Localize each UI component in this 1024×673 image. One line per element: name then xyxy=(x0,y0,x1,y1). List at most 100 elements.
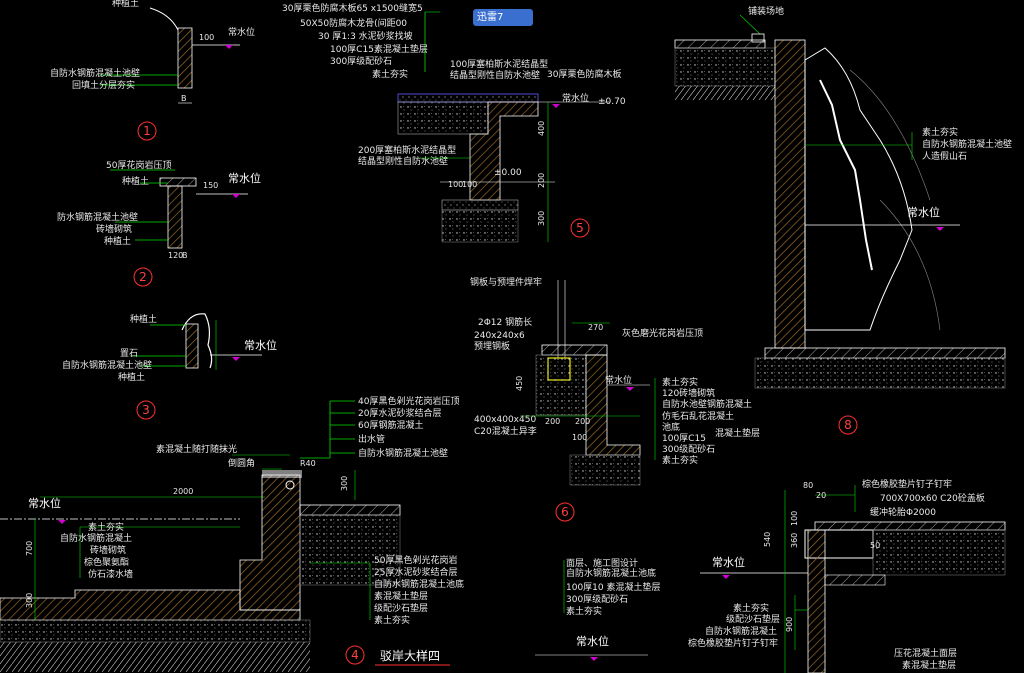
label: 常水位 xyxy=(28,496,61,510)
detail-2: 50厚花岗岩压顶 种植土 常水位 防水钢筋混凝土池壁 砖墙砌筑 种植土 150 … xyxy=(57,159,261,287)
detail-4: 40厚黑色剁光花岗岩压顶 20厚水泥砂浆结合层 60厚钢筋混凝土 出水管 自防水… xyxy=(0,395,464,672)
label: 种植土 xyxy=(118,371,145,383)
detail-8: 铺装场地 常水位 素土夯实 自防水钢筋混凝土池壁 人造假山石 8 xyxy=(674,5,1012,435)
dimension: 300 xyxy=(537,211,546,226)
dimension: 50 xyxy=(870,541,880,550)
detail-number: 8 xyxy=(844,418,852,432)
detail-6: 钢板与预埋件焊牢 2Φ12 钢筋长 240x240x6 预埋钢板 灰色磨光花岗岩… xyxy=(470,276,760,522)
label: 素土夯实 xyxy=(662,376,698,388)
label: 素混凝土垫层 xyxy=(374,590,428,602)
label: 300厚级配砂石 xyxy=(330,55,392,67)
dimension: 200 xyxy=(545,417,560,426)
detail-3: 种植土 常水位 置石 自防水钢筋混凝土池壁 种植土 3 xyxy=(62,313,277,420)
dimension: 150 xyxy=(203,181,218,190)
label: 种植土 xyxy=(104,235,131,247)
dimension: 200 xyxy=(537,173,546,188)
label: 棕色橡胶垫片钉子钉牢 xyxy=(688,637,778,649)
dimension: 120 xyxy=(168,251,183,260)
label: 铺装场地 xyxy=(748,5,784,17)
label: 自防水钢筋混凝土池壁 xyxy=(62,359,152,371)
detail-number: 4 xyxy=(351,648,359,662)
label: 常水位 xyxy=(244,338,277,352)
label: 缓冲轮胎Φ2000 xyxy=(870,506,936,518)
label: 池底 xyxy=(662,421,680,433)
label: 倒圆角 xyxy=(228,457,255,469)
label: 200厚塞柏斯水泥结晶型 xyxy=(358,144,456,156)
label: 素土夯实 xyxy=(922,126,958,138)
label: 面层、施工图设计 xyxy=(566,557,638,569)
label: 40厚黑色剁光花岗岩压顶 xyxy=(358,395,459,407)
dimension: 100 xyxy=(448,180,463,189)
label: 素土夯实 xyxy=(374,614,410,626)
label: 素混凝土随打随抹光 xyxy=(156,443,237,455)
label: 自防水池壁钢筋混凝土 xyxy=(662,398,752,410)
label: 结晶型刚性自防水池壁 xyxy=(358,155,448,167)
label: 30 厚1:3 水泥砂浆找坡 xyxy=(318,30,413,42)
label: ±0.00 xyxy=(494,168,522,178)
label: 钢板与预埋件焊牢 xyxy=(470,276,542,288)
dimension: 100 xyxy=(199,33,214,42)
label: 自防水钢筋混凝土池底 xyxy=(374,578,464,590)
dimension: 20 xyxy=(816,491,826,500)
label: 100厚C15素混凝土垫层 xyxy=(330,43,428,55)
label: 700X700x60 C20砼盖板 xyxy=(880,492,985,504)
label: 级配沙石垫层 xyxy=(726,613,780,625)
label: 回填土分层夯实 xyxy=(72,79,135,91)
label: 100厚10 素混凝土垫层 xyxy=(566,581,661,593)
label: 自防水钢筋混凝土池壁 xyxy=(358,447,448,459)
dimension: 2000 xyxy=(173,487,193,496)
dimension: 80 xyxy=(803,481,813,490)
detail-5: 30厚栗色防腐木板65 x1500缝宽5 50X50防腐木龙骨(间距00 30 … xyxy=(282,2,626,243)
label: 30厚栗色防腐木板 xyxy=(547,68,621,80)
label: 种植土 xyxy=(122,175,149,187)
label: 常水位 xyxy=(228,171,261,185)
detail-number: 3 xyxy=(142,403,150,417)
label: 20厚水泥砂浆结合层 xyxy=(358,407,441,419)
label: 素土夯实 xyxy=(662,454,698,466)
label: 25厚水泥砂浆结合层 xyxy=(374,566,457,578)
dimension: 200 xyxy=(575,417,590,426)
label: 压花混凝土面层 xyxy=(894,647,957,659)
label: 常水位 xyxy=(605,374,632,386)
watermark-badge: 迅雷7 xyxy=(473,9,533,26)
dimension: 100 xyxy=(462,180,477,189)
label: 240x240x6 xyxy=(474,331,525,341)
label: 400x400x450 xyxy=(474,415,536,425)
label: 2Φ12 钢筋长 xyxy=(478,316,532,328)
label: 预埋钢板 xyxy=(474,340,510,352)
dimension: 300 xyxy=(340,476,349,491)
detail-7: 面层、施工图设计 自防水钢筋混凝土池底 100厚10 素混凝土垫层 300厚级配… xyxy=(535,557,661,661)
label: 50厚黑色剁光花岗岩 xyxy=(374,554,457,566)
label: 素土夯实 xyxy=(733,602,769,614)
label: 自防水钢筋混凝土 xyxy=(60,532,132,544)
detail-title: 驳岸大样四 xyxy=(380,648,440,663)
label: 300厚级配砂石 xyxy=(566,593,628,605)
label: 仿石漆水墙 xyxy=(88,568,133,580)
label: 自防水钢筋混凝土池底 xyxy=(566,567,656,579)
dimension: 100 xyxy=(572,433,587,442)
label: 常水位 xyxy=(907,205,940,219)
label: 砖墙砌筑 xyxy=(90,544,126,556)
dimension: B xyxy=(181,94,187,103)
dimension: B xyxy=(182,251,188,260)
label: 自防水钢筋混凝土池壁 xyxy=(922,138,1012,150)
label: 素土夯实 xyxy=(372,68,408,80)
label: 砖墙砌筑 xyxy=(96,223,132,235)
label: 置石 xyxy=(120,348,138,359)
dimension: 100 xyxy=(790,511,799,526)
dimension: 300 xyxy=(25,593,34,608)
detail-9: 棕色橡胶垫片钉子钉牢 700X700x60 C20砼盖板 缓冲轮胎Φ2000 常… xyxy=(688,478,1006,673)
label: 级配沙石垫层 xyxy=(374,602,428,614)
detail-1: 种植土 常水位 自防水钢筋混凝土池壁 回填土分层夯实 100 B 1 xyxy=(50,0,255,141)
label: 自防水钢筋混凝土池壁 xyxy=(50,67,140,79)
dimension: 450 xyxy=(515,376,524,391)
label: 60厚钢筋混凝土 xyxy=(358,419,423,431)
label: 50厚花岗岩压顶 xyxy=(106,159,171,171)
label: 30厚栗色防腐木板65 x1500缝宽5 xyxy=(282,2,423,14)
label: 出水管 xyxy=(358,433,385,445)
label: 棕色聚氨酯 xyxy=(84,556,129,568)
label: 自防水钢筋混凝土 xyxy=(705,625,777,637)
label: 常水位 xyxy=(562,92,589,104)
label: 100厚塞柏斯水泥结晶型 xyxy=(450,58,548,70)
